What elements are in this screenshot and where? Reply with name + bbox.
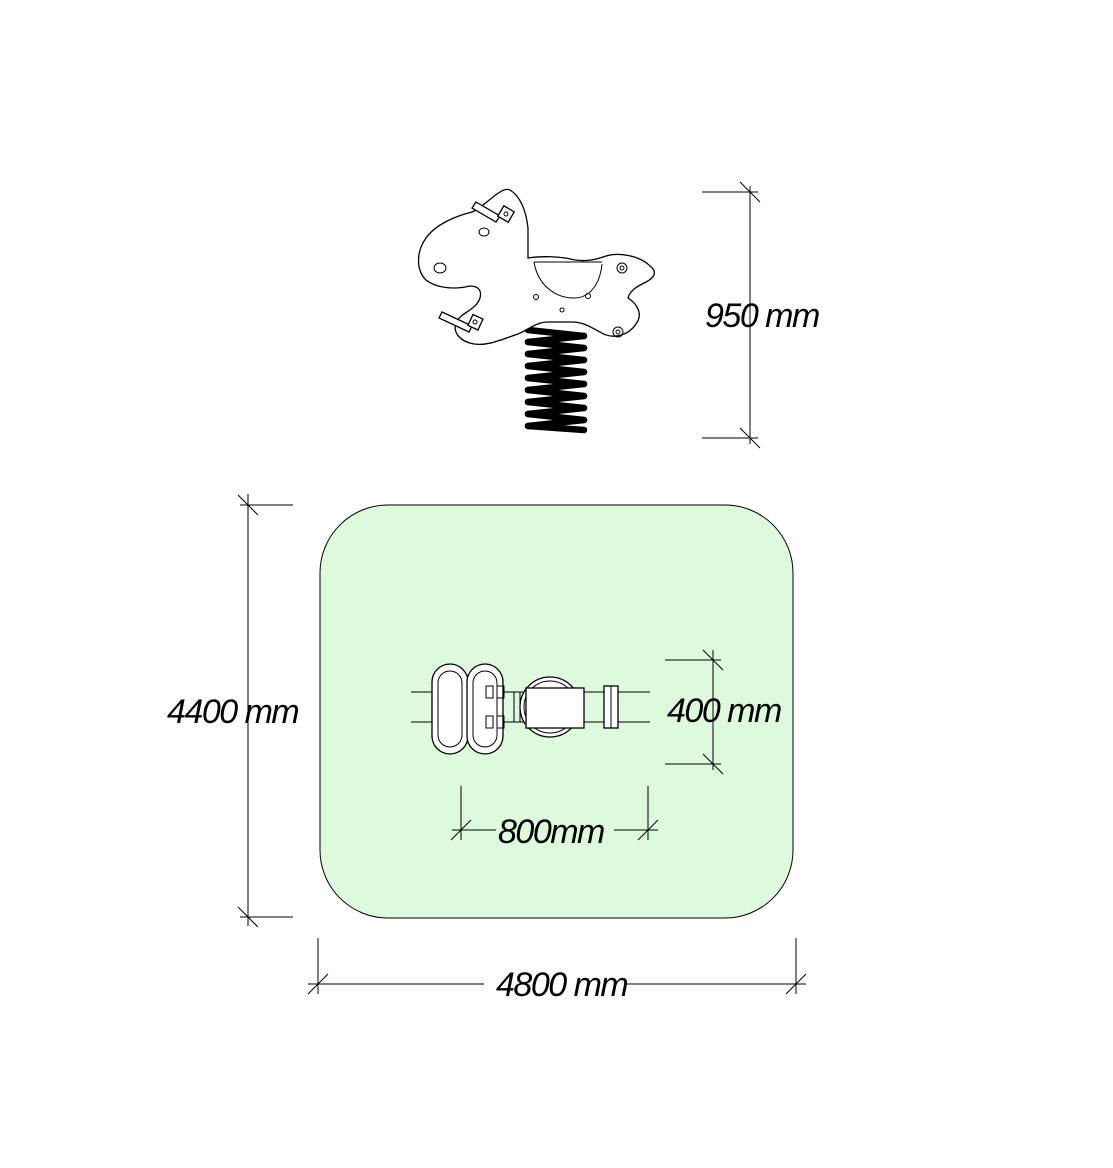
horse-saddle [533, 261, 603, 299]
horse-body [417, 188, 656, 346]
zone-width-label: 4800 mm [496, 966, 627, 1004]
zone-height-dimension: 4400 mm [167, 494, 300, 928]
footrest-bar [438, 311, 484, 333]
zone-height-label: 4400 mm [167, 693, 298, 731]
spring-rider-elevation [417, 188, 656, 434]
horse-nostril [433, 262, 447, 274]
equipment-width-label: 400 mm [667, 692, 781, 730]
spring-coil [524, 326, 588, 434]
zone-width-dimension: 4800 mm [307, 938, 807, 1004]
equipment-length-label: 800mm [498, 813, 604, 851]
equipment-width-dimension: 400 mm [665, 649, 782, 775]
height-label: 950 mm [705, 297, 819, 335]
equipment-length-dimension: 800mm [450, 786, 659, 851]
handle-bar [471, 201, 516, 224]
spring-rider-plan [411, 663, 650, 755]
height-dimension: 950 mm [702, 181, 820, 449]
horse-eye [478, 227, 490, 237]
